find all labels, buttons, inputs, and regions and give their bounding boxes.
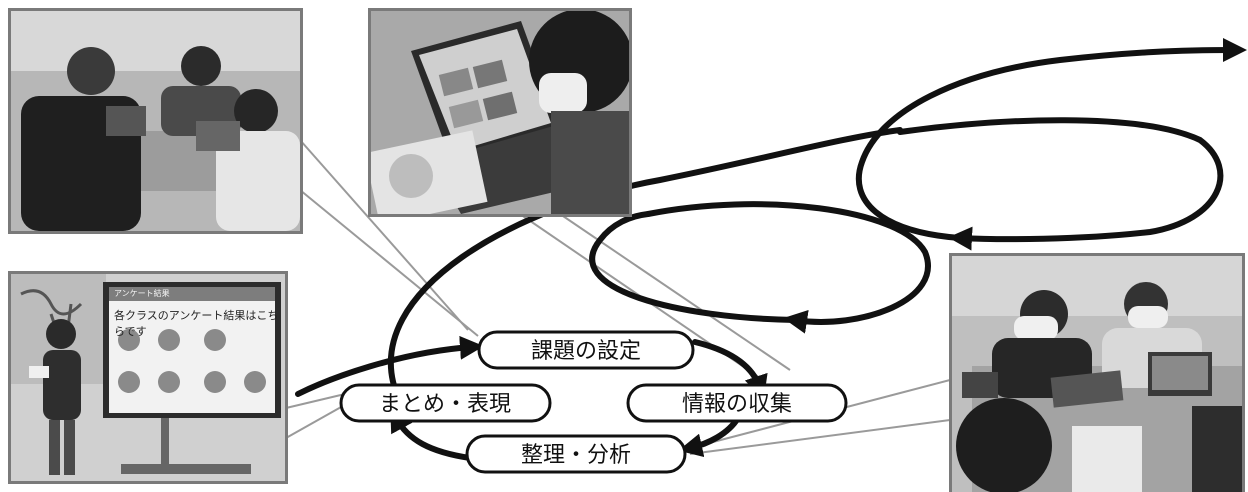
- photo-bottom-left-scene: [11, 274, 285, 481]
- stage-label-setting: 課題の設定: [477, 330, 695, 370]
- photo-right-scene: [952, 256, 1242, 492]
- connector-bottomleft-b: [285, 401, 351, 439]
- photo-top-center-scene: [371, 11, 629, 214]
- spiral-loop-large-right: [897, 117, 1224, 251]
- connector-topleft-a: [299, 139, 469, 331]
- spiral-entry-arrow: [295, 335, 484, 397]
- spiral-loop-small-right: [645, 201, 931, 334]
- stage-text-setting: 課題の設定: [531, 339, 641, 364]
- stage-pill-summary: [339, 383, 552, 423]
- connector-bottomleft-a: [285, 393, 346, 409]
- connector-topleft-b: [299, 189, 479, 337]
- stage-label-summary: まとめ・表現: [339, 383, 552, 423]
- stage-pill-analysis: [465, 434, 687, 474]
- stage-label-analysis: 整理・分析: [465, 434, 687, 474]
- connector-right-b: [689, 419, 951, 455]
- spiral-exit-arrow: [855, 38, 1247, 241]
- inquiry-spiral: [295, 38, 1247, 397]
- spiral-loop-small-left: [589, 211, 798, 323]
- photo-top-left: [8, 8, 303, 234]
- stage-text-collection: 情報の収集: [682, 392, 792, 417]
- screen-header: アンケート結果: [114, 289, 170, 298]
- photo-right: [949, 253, 1245, 492]
- screen-title: 各クラスのアンケート結果はこちらです: [114, 309, 279, 338]
- photo-bottom-left: アンケート結果 各クラスのアンケート結果はこちらです: [8, 271, 288, 484]
- photo-top-center: [368, 8, 632, 217]
- stage-pill-setting: [477, 330, 695, 370]
- stage-label-collection: 情報の収集: [626, 383, 848, 423]
- stage-text-summary: まとめ・表現: [379, 392, 511, 417]
- stage-text-analysis: 整理・分析: [521, 443, 631, 468]
- photo-top-left-scene: [11, 11, 300, 231]
- stage-pill-collection: [626, 383, 848, 423]
- cycle-arrow-setting-to-collection: [692, 339, 768, 400]
- cycle-arrow-analysis-to-summary: [390, 407, 473, 461]
